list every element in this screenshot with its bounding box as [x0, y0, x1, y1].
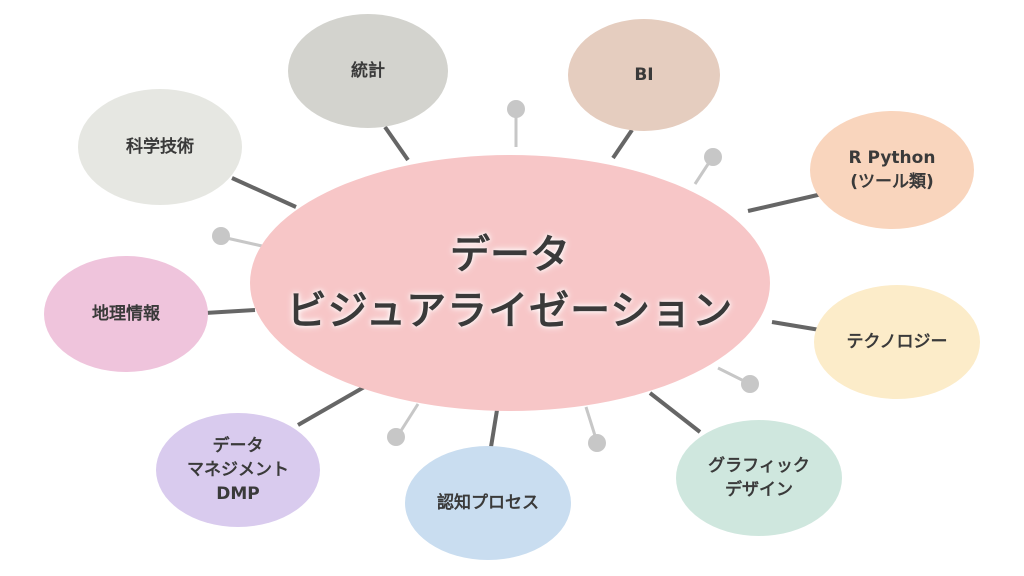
pin-dot [588, 434, 606, 452]
node-data-management-text-3: DMP [216, 484, 260, 504]
connector-r-python [747, 192, 823, 213]
node-bi-label: BI [634, 63, 653, 87]
node-graphic-design-text-1: グラフィック [708, 456, 810, 476]
pin-dot [387, 428, 405, 446]
pin-dot [212, 227, 230, 245]
node-statistics-label: 統計 [351, 59, 385, 83]
node-r-python: R Python (ツール類) [810, 111, 974, 229]
node-cognition-label: 認知プロセス [437, 491, 539, 515]
node-data-management: データ マネジメント DMP [156, 413, 320, 527]
node-bi-text: BI [634, 65, 654, 85]
node-graphic-design-label: グラフィック デザイン [708, 454, 810, 502]
node-technology-text: テクノロジー [846, 332, 948, 352]
node-data-management-text-1: データ [212, 436, 264, 456]
node-r-python-label: R Python (ツール類) [849, 146, 936, 194]
node-science-label: 科学技術 [126, 135, 194, 159]
pin-dot [741, 375, 759, 393]
node-graphic-design: グラフィック デザイン [676, 420, 842, 536]
node-statistics-text: 統計 [351, 61, 385, 81]
node-geo: 地理情報 [44, 256, 208, 372]
connector-data-management [297, 384, 367, 427]
node-data-management-text-2: マネジメント [187, 460, 289, 480]
node-bi: BI [568, 19, 720, 131]
connector-geo [204, 308, 256, 315]
center-node: データ ビジュアライゼーション [250, 155, 770, 411]
center-title-line-1: データ [450, 232, 570, 278]
node-geo-text: 地理情報 [92, 304, 160, 324]
pin-dot [704, 148, 722, 166]
center-title-line-2: ビジュアライゼーション [286, 288, 734, 334]
node-geo-label: 地理情報 [92, 302, 160, 326]
node-statistics: 統計 [288, 14, 448, 128]
connector-bi [611, 128, 634, 160]
node-cognition-text: 認知プロセス [437, 493, 539, 513]
node-technology-label: テクノロジー [847, 330, 948, 354]
node-science-text: 科学技術 [126, 137, 194, 157]
pin-dot [507, 100, 525, 118]
node-r-python-text-2: (ツール類) [850, 172, 934, 192]
node-graphic-design-text-2: デザイン [724, 480, 793, 500]
node-technology: テクノロジー [814, 285, 980, 399]
node-science: 科学技術 [78, 89, 242, 205]
connector-technology [771, 320, 821, 332]
node-cognition: 認知プロセス [405, 446, 571, 560]
connector-statistics [383, 125, 410, 162]
node-r-python-text-1: R Python [848, 148, 936, 168]
connector-science [231, 176, 297, 209]
connector-graphic-design [648, 391, 702, 434]
node-data-management-label: データ マネジメント DMP [187, 434, 289, 506]
connector-cognition [489, 409, 499, 448]
